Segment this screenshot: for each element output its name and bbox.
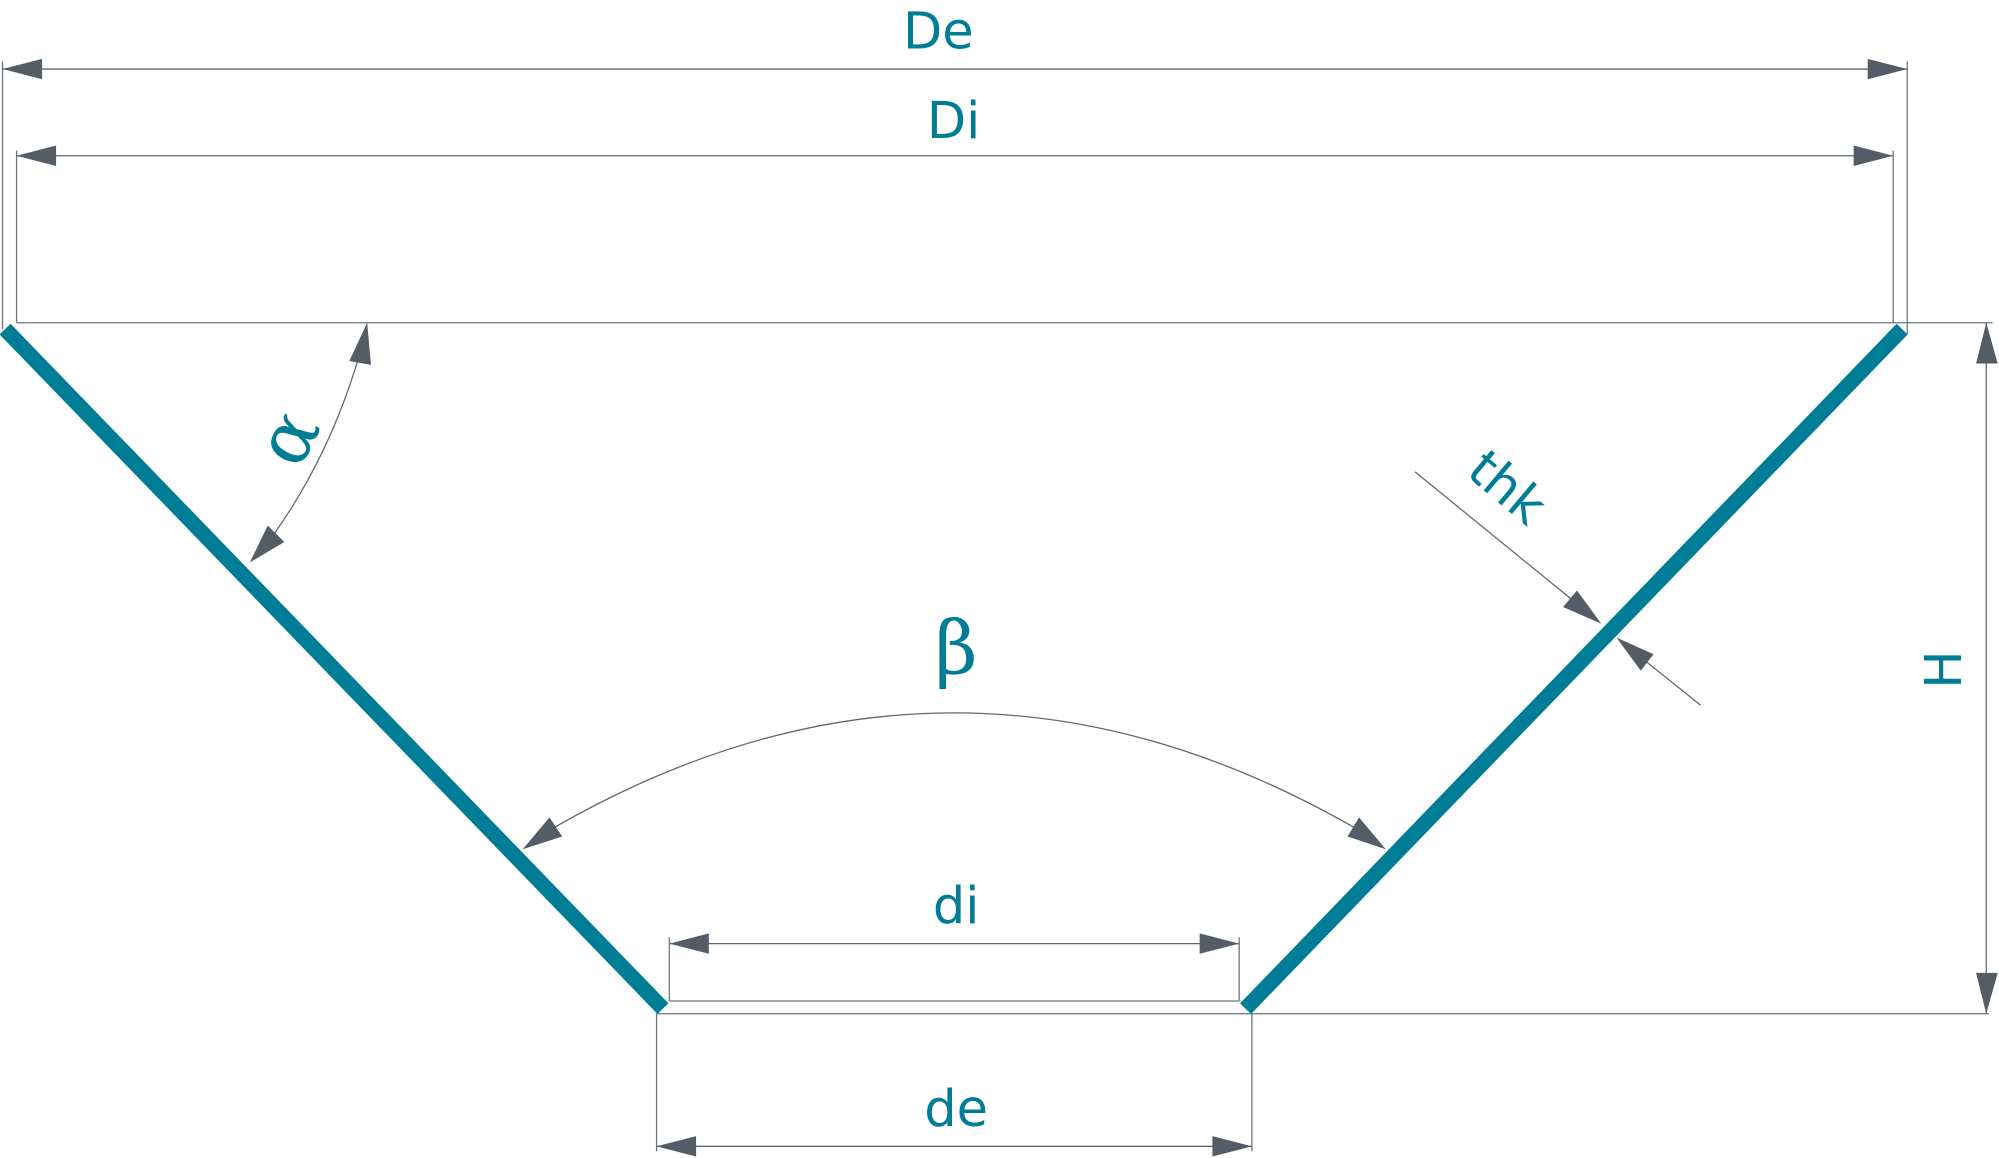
arrowhead bbox=[349, 322, 371, 365]
arrowhead-left bbox=[669, 933, 709, 954]
arrowhead-left bbox=[656, 1136, 697, 1157]
label-di: di bbox=[933, 877, 980, 936]
arrowhead-left bbox=[16, 145, 57, 166]
arrowhead-right bbox=[1199, 933, 1240, 954]
arrowhead-bottom bbox=[1976, 972, 1998, 1014]
di-inner-bottom-dimension: di bbox=[668, 877, 1240, 1001]
label-de: de bbox=[924, 1080, 988, 1139]
arrowhead bbox=[1616, 637, 1654, 671]
arrowhead-left bbox=[2, 58, 43, 80]
label-H: H bbox=[1915, 650, 1974, 688]
arrowhead bbox=[1562, 590, 1602, 624]
arrowhead bbox=[1347, 817, 1386, 850]
leader-line bbox=[1414, 471, 1594, 618]
arrowhead bbox=[522, 817, 563, 850]
left-cone-wall bbox=[0, 323, 669, 1014]
label-Di: Di bbox=[927, 92, 980, 151]
label-De: De bbox=[903, 3, 974, 62]
right-cone-wall bbox=[1240, 323, 1908, 1014]
arrowhead-top bbox=[1976, 322, 1998, 364]
label-thk: thk bbox=[1456, 439, 1557, 537]
label-alpha: α bbox=[238, 395, 337, 479]
beta-angle-dimension: β bbox=[522, 605, 1386, 850]
de-outer-bottom-dimension: de bbox=[655, 1013, 1253, 1157]
label-beta: β bbox=[935, 605, 978, 691]
alpha-angle-dimension: α bbox=[238, 322, 371, 563]
arrowhead-right bbox=[1867, 58, 1908, 80]
arrowhead bbox=[249, 525, 285, 563]
arrowhead-right bbox=[1853, 145, 1894, 166]
beta-arc bbox=[530, 712, 1379, 843]
de-outer-top-dimension: De bbox=[1, 3, 1908, 335]
di-inner-top-dimension: Di bbox=[15, 92, 1894, 323]
height-dimension: H bbox=[1915, 322, 1998, 1014]
arrowhead-right bbox=[1212, 1136, 1252, 1157]
